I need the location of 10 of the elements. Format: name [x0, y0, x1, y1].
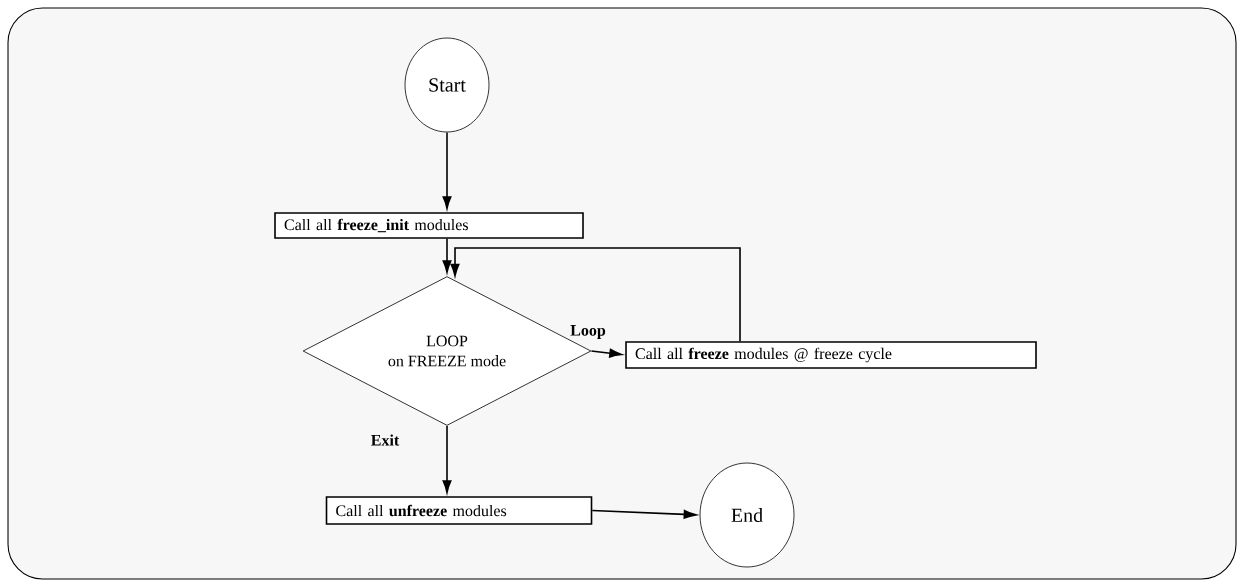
- arrow: [591, 509, 697, 519]
- arrow: [590, 348, 623, 358]
- arrow: [442, 238, 452, 273]
- edge-label: Exit: [371, 434, 400, 446]
- arrow: [442, 425, 452, 494]
- arrow: [450, 247, 741, 342]
- process-box: Call all freeze modules @ freeze cycle: [625, 341, 1037, 369]
- process-box: Call all unfreeze modules: [325, 496, 593, 525]
- arrow: [442, 131, 452, 210]
- process-box: Call all freeze_init modules: [274, 212, 584, 239]
